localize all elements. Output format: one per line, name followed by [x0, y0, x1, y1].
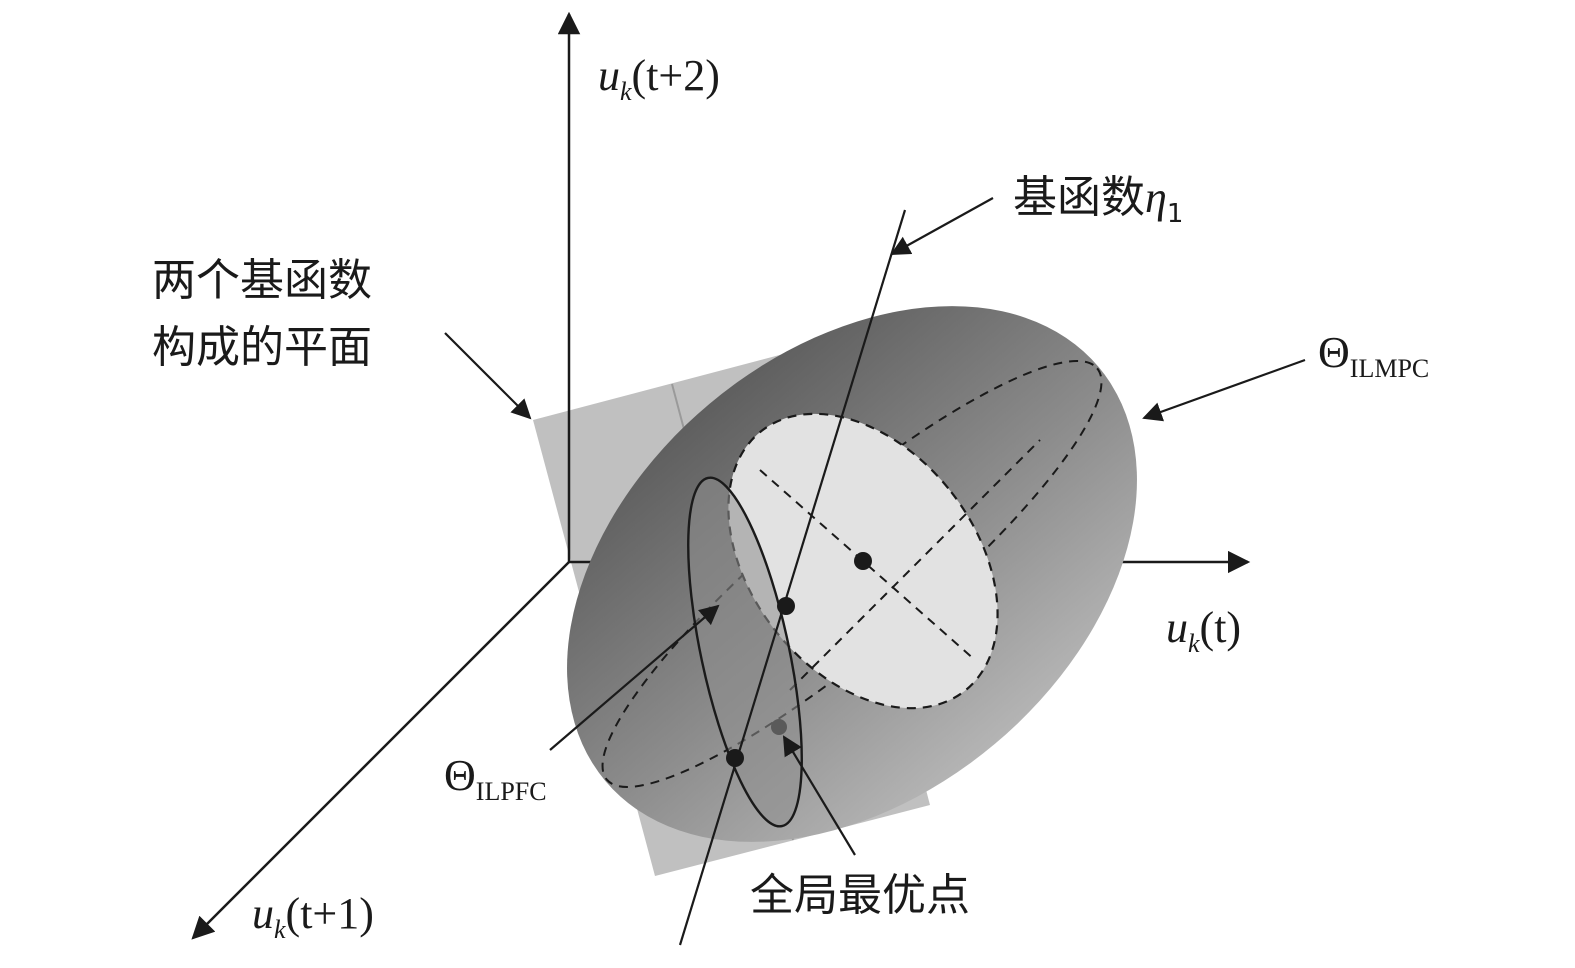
axis-z-label: uk(t+2)	[598, 51, 720, 106]
arrow-plane	[444, 332, 532, 420]
theta-ilpfc-ellipse	[687, 476, 803, 828]
center-point	[854, 552, 872, 570]
axis-y	[191, 561, 570, 940]
axis-y-label: uk(t+1)	[252, 889, 374, 944]
axis-x-label: uk(t)	[1166, 603, 1241, 658]
theta-ilmpc-label: ΘILMPC	[1318, 328, 1429, 383]
intersection-point-upper	[777, 597, 795, 615]
global-optimum-point	[771, 719, 787, 735]
plane-label-line2: 构成的平面	[152, 322, 372, 373]
arrow-global-opt	[782, 735, 856, 856]
basis-fn-label: 基函数η1	[1013, 172, 1183, 229]
arrow-theta-ilmpc	[1142, 358, 1306, 422]
cross-section-axis-1	[789, 439, 1041, 691]
basis-function-line	[678, 209, 907, 946]
intersection-point-lower	[726, 749, 744, 767]
global-opt-label: 全局最优点	[750, 870, 970, 921]
plane-label-line1: 两个基函数	[152, 255, 372, 306]
arrow-theta-ilpfc	[549, 604, 720, 751]
theta-ilpfc-label: ΘILPFC	[444, 751, 547, 806]
arrow-basis-fn	[890, 197, 994, 255]
